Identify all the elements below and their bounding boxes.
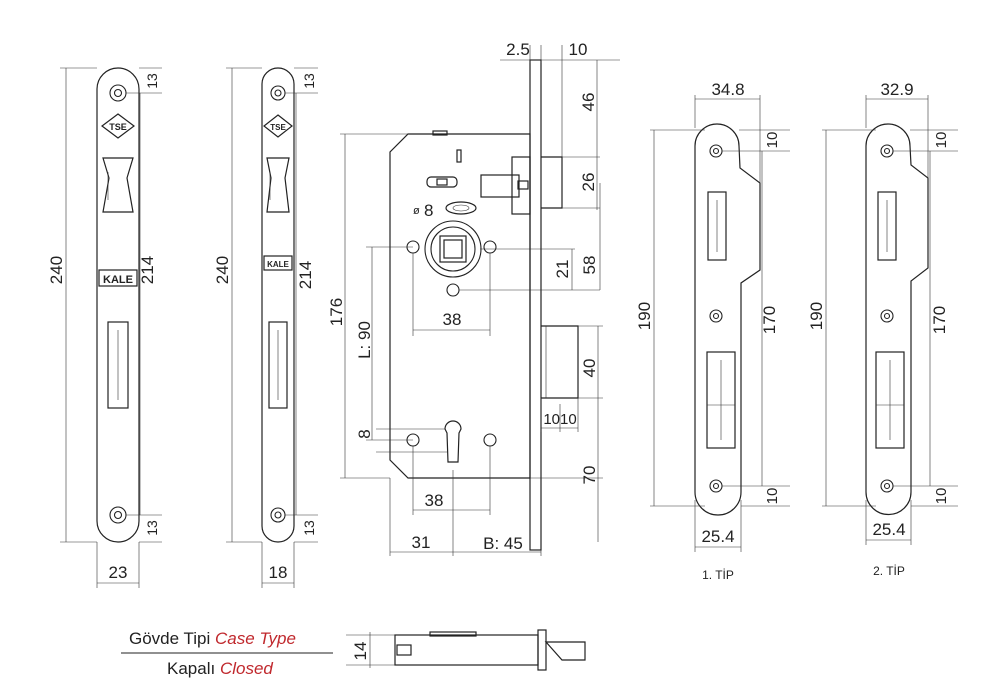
screw-hole-top-inner [274,89,282,97]
svg-text:TSE: TSE [109,122,127,132]
screw-hole [446,283,460,297]
body-faceplate [529,59,542,551]
latch-opening [102,157,134,213]
svg-text:KALE: KALE [267,260,289,269]
strike-plate-2-outline [865,123,929,516]
dim-height: 190 [635,302,654,330]
dim-edge-top: 10 [764,132,781,149]
strike-plate-1-outline [694,123,761,516]
case-tab [432,130,448,136]
dim-inner: 170 [930,306,949,334]
screw-hole-top-inner [113,88,123,98]
side-latch [544,641,586,661]
small-pin [456,149,462,163]
side-faceplate [537,629,547,671]
dim-edge-bottom: 13 [144,520,160,536]
latch-slider [480,174,520,198]
tse-logo: TSE [101,113,135,139]
body-case [389,133,531,479]
svg-text:KALE: KALE [103,274,133,286]
bolt-opening [875,351,905,449]
type-label: 1. TİP [702,568,734,582]
dim-height: 190 [807,302,826,330]
keyhole [444,420,462,463]
dim-8-left: 8 [355,429,374,438]
faceplate-18-view: TSE KALE 240 214 13 13 18 [213,67,318,588]
dim-inner: 214 [296,261,315,289]
dim-top-width: 34.8 [711,80,744,99]
latch-opening [877,191,897,261]
dim-edge-bottom: 13 [301,520,317,536]
bolt-opening [268,321,288,409]
dim-58: 58 [580,256,599,275]
latch-opening [266,157,290,213]
lock-body-view: ø 8 2.5 10 46 26 58 21 [327,40,620,556]
faceplate-23-outline [96,67,140,543]
kale-logo: KALE [263,255,293,271]
dim-70: 70 [580,466,599,485]
lock-side-view: 14 [346,629,586,671]
dim-thickness: 14 [351,642,370,661]
dim-38-top: 38 [443,310,462,329]
dim-edge-top: 13 [144,73,160,89]
kale-logo: KALE [98,269,138,287]
latch-opening [707,191,727,261]
legend-title: Gövde Tipi Case Type [129,629,296,648]
dim-46: 46 [579,93,598,112]
faceplate-18-outline [261,67,295,543]
bolt-opening [706,351,736,449]
dim-height: 240 [213,256,232,284]
dim-inner: 214 [138,256,157,284]
side-case [394,634,539,666]
screw-hole [483,240,497,254]
dim-b45: B: 45 [483,534,523,553]
dim-40: 40 [580,359,599,378]
dim-176: 176 [327,298,346,326]
svg-text:TSE: TSE [270,123,286,132]
dim-l90: L: 90 [355,321,374,359]
dim-bottom-width: 25.4 [872,520,905,539]
strike-plate-1-view: 34.8 190 170 10 10 25.4 1. TİP [635,80,790,582]
dim-edge-top: 10 [933,132,950,149]
dim-38-bottom: 38 [425,491,444,510]
bolt-opening [107,321,129,409]
dim-diameter-8: 8 [424,201,433,220]
dim-1010: 1010 [543,411,576,428]
dim-bottom-width: 25.4 [701,527,734,546]
diameter-symbol: ø [413,205,420,217]
faceplate-23-view: TSE KALE 240 214 13 13 23 [47,67,162,588]
oval-part [445,201,477,215]
spring-part [426,176,458,188]
dim-inner: 170 [760,306,779,334]
dim-26: 26 [579,173,598,192]
tse-logo: TSE [263,114,293,138]
dim-31: 31 [412,533,431,552]
dim-edge-bottom: 10 [764,488,781,505]
latch-bolt-tip [541,156,563,209]
screw-hole [483,433,497,447]
latch-bolt [511,156,531,215]
strike-plate-2-view: 32.9 190 170 10 10 25.4 2. TİP [807,80,958,578]
spindle-square [439,235,467,263]
dim-top-left: 2.5 [506,40,530,59]
type-label: 2. TİP [873,564,905,578]
dim-top-width: 32.9 [880,80,913,99]
dim-edge-top: 13 [301,73,317,89]
case-type-legend: Gövde Tipi Case Type Kapalı Closed [121,629,333,678]
dim-21: 21 [553,260,572,279]
dim-edge-bottom: 10 [933,488,950,505]
dead-bolt [541,325,579,399]
screw-hole-bottom-inner [113,510,123,520]
dim-top-right: 10 [569,40,588,59]
screw-hole-bottom-inner [274,511,282,519]
legend-value: Kapalı Closed [167,659,273,678]
dim-width: 23 [109,563,128,582]
dim-height: 240 [47,256,66,284]
dim-width: 18 [269,563,288,582]
